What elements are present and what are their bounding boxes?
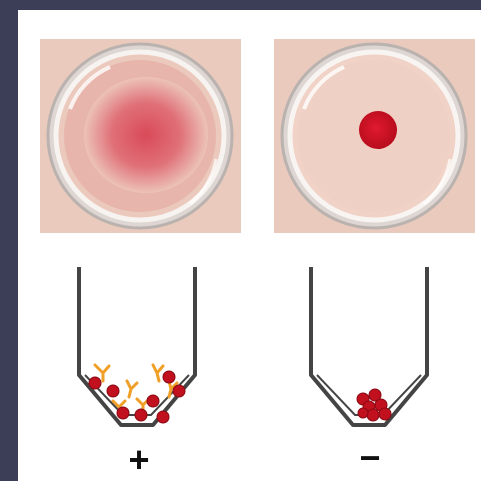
positive-well-diagram [73, 265, 203, 435]
negative-sign: − [350, 440, 390, 476]
positive-sign: + [119, 442, 159, 478]
positive-well-photo [40, 39, 241, 233]
negative-well-photo [274, 39, 475, 233]
negative-well-diagram [305, 265, 435, 435]
figure-panel: + − [18, 10, 481, 481]
